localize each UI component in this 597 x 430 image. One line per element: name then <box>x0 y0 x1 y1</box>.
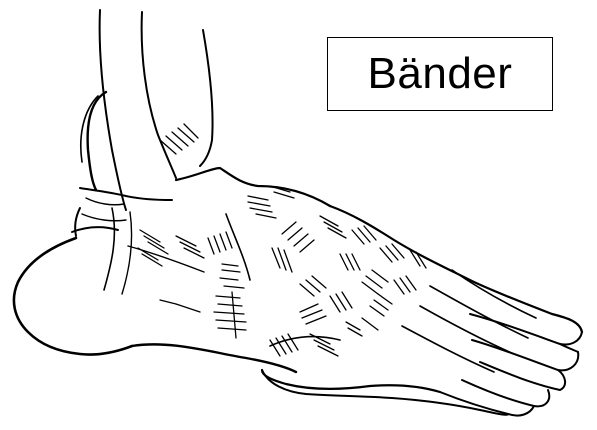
calcaneus-inner <box>128 246 204 272</box>
ligament-hatching <box>138 124 426 356</box>
dorsum-outline <box>330 206 582 332</box>
tibia-outline <box>100 10 126 210</box>
metatarsal-line-2 <box>430 286 528 338</box>
toe-2-top <box>560 344 578 352</box>
fibula-front-outline <box>142 12 176 178</box>
toe-5-base <box>262 370 440 392</box>
malleolus-outline <box>75 208 80 236</box>
navicular-outline <box>226 214 250 280</box>
ankle-ring-1 <box>86 198 124 205</box>
sole-outline <box>132 344 296 372</box>
toe-3-outline <box>480 362 565 390</box>
tendon-line-2 <box>122 212 132 294</box>
toe-5-underside <box>262 370 508 415</box>
tibia-back-outline <box>200 30 213 166</box>
ankle-band <box>72 227 118 232</box>
ankle-joint-outline <box>80 188 172 200</box>
metatarsal-line-3 <box>420 306 514 354</box>
metatarsal-line-4 <box>402 326 494 372</box>
diagram-title: Bänder <box>368 52 513 96</box>
title-box: Bänder <box>327 37 553 111</box>
talus-top <box>176 168 330 206</box>
calcaneus-outline <box>14 238 132 355</box>
ankle-ring-2 <box>82 214 126 221</box>
